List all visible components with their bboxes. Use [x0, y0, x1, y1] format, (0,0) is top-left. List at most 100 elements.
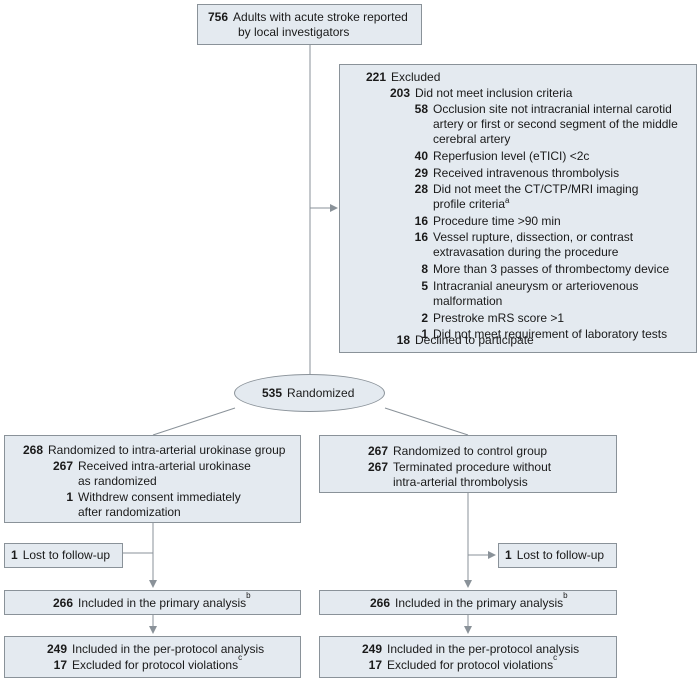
exclusion-reason-text: Reperfusion level (eTICI) <2c — [433, 149, 589, 164]
right-primary-footnote: b — [563, 591, 568, 600]
exclusion-reason-line-text: Did not meet the CT/CTP/MRI imaging — [433, 182, 639, 197]
right-terminated-count: 267 — [367, 460, 388, 474]
exclusion-reason-line: artery or first or second segment of the… — [433, 117, 678, 132]
right-lost-box: 1 Lost to follow-up — [498, 543, 617, 568]
exclusion-reason-line-text: Vessel rupture, dissection, or contrast — [433, 230, 634, 245]
exclusion-reason-text: Prestroke mRS score >1 — [433, 311, 564, 326]
exclusion-reason-count: 28 — [414, 182, 428, 197]
exclusion-reason-line: Vessel rupture, dissection, or contrast — [433, 230, 633, 245]
left-withdrew-count: 1 — [66, 490, 73, 504]
right-lost-label: Lost to follow-up — [516, 548, 605, 562]
excluded-total-count: 221 — [365, 70, 386, 84]
exclusion-reason-line-text: Intracranial aneurysm or arteriovenous — [433, 278, 639, 293]
right-pp-label: Included in the per-protocol analysis — [387, 642, 580, 656]
left-pp-count: 249 — [46, 642, 67, 656]
exclusion-reason: 58 Occlusion site not intracranial intern… — [402, 102, 678, 147]
exclusion-reason-text: Did not meet requirement of laboratory t… — [433, 327, 667, 342]
exclusion-reason-count: 5 — [421, 278, 428, 293]
left-primary-footnote: b — [246, 591, 251, 600]
exclusion-reason-line: malformation — [433, 294, 638, 309]
enrollment-label-1: Adults with acute stroke reported — [233, 10, 408, 24]
left-withdrew-line1: Withdrew consent immediately — [78, 490, 241, 504]
right-lost-count: 1 — [505, 548, 512, 562]
exclusion-reason-line: Procedure time >90 min — [433, 214, 561, 229]
right-pp-count: 249 — [361, 642, 382, 656]
excluded-criteria-label: Did not meet inclusion criteria — [415, 86, 573, 100]
right-alloc-count: 267 — [367, 444, 388, 458]
exclusion-reason-footnote: a — [505, 196, 510, 206]
exclusion-reason-line: cerebral artery — [433, 132, 678, 147]
right-primary-label: Included in the primary analysis — [395, 596, 564, 610]
excluded-box: 221 Excluded 203 Did not meet inclusion … — [339, 64, 697, 353]
exclusion-reason-line: More than 3 passes of thrombectomy devic… — [433, 262, 669, 277]
exclusion-reason-count: 40 — [414, 149, 428, 164]
right-terminated-line1: Terminated procedure without — [393, 460, 552, 474]
left-lost-label: Lost to follow-up — [22, 548, 111, 562]
exclusion-reason: 8 More than 3 passes of thrombectomy devi… — [402, 262, 669, 277]
exclusion-reason-line-text: Received intravenous thrombolysis — [433, 165, 620, 180]
exclusion-reason-count: 2 — [421, 310, 428, 325]
exclusion-reason: 16 Vessel rupture, dissection, or contras… — [402, 230, 633, 260]
left-pp-label: Included in the per-protocol analysis — [72, 642, 265, 656]
left-lost-box: 1 Lost to follow-up — [4, 543, 123, 568]
excluded-criteria-count: 203 — [389, 86, 410, 100]
exclusion-reason-line: Did not meet the CT/CTP/MRI imaging — [433, 182, 638, 197]
exclusion-reason-line-text: Prestroke mRS score >1 — [433, 310, 565, 325]
left-lost-count: 1 — [11, 548, 18, 562]
left-primary-count: 266 — [53, 596, 74, 610]
declined-count: 18 — [396, 333, 410, 347]
enrollment-box: 756 Adults with acute stroke reported by… — [197, 4, 422, 45]
left-received-line1: Received intra-arterial urokinase — [78, 459, 251, 473]
right-violations-label: Excluded for protocol violations — [387, 658, 554, 672]
excluded-total-label: Excluded — [391, 70, 441, 84]
left-primary-box: 266 Included in the primary analysis b — [4, 590, 301, 615]
left-alloc-count: 268 — [22, 443, 43, 457]
left-violations-label: Excluded for protocol violations — [72, 658, 239, 672]
exclusion-reason-count: 16 — [414, 213, 428, 228]
exclusion-reason: 1 Did not meet requirement of laboratory … — [402, 327, 667, 342]
left-violations-count: 17 — [53, 658, 67, 672]
exclusion-reason: 16 Procedure time >90 min — [402, 214, 561, 229]
exclusion-reason: 40 Reperfusion level (eTICI) <2c — [402, 149, 590, 164]
exclusion-reason-line: Did not meet requirement of laboratory t… — [433, 327, 667, 342]
exclusion-reason-line-text: cerebral artery — [433, 132, 511, 146]
randomized-label: Randomized — [287, 386, 355, 400]
exclusion-reason-line: Reperfusion level (eTICI) <2c — [433, 149, 589, 164]
exclusion-reason-line-text: artery or first or second segment of the… — [433, 117, 678, 131]
exclusion-reason-line-text: Occlusion site not intracranial internal… — [433, 102, 672, 116]
exclusion-reason-count: 58 — [414, 102, 428, 116]
right-violations-count: 17 — [368, 658, 382, 672]
exclusion-reason-count: 1 — [421, 327, 428, 341]
right-per-protocol-box: 249 Included in the per-protocol analysi… — [319, 636, 617, 678]
randomized-count: 535 — [262, 386, 283, 400]
exclusion-reason-line: Received intravenous thrombolysis — [433, 166, 619, 181]
exclusion-reason-count: 29 — [414, 165, 428, 180]
exclusion-reason-count: 16 — [414, 230, 428, 245]
left-per-protocol-box: 249 Included in the per-protocol analysi… — [4, 636, 301, 678]
left-violations-footnote: c — [238, 653, 243, 662]
exclusion-reason-line-text: malformation — [433, 293, 503, 308]
exclusion-reason-line-text: profile criteria — [433, 197, 506, 212]
declined-label: Declined to participate — [415, 333, 534, 347]
exclusion-reason-count: 8 — [421, 262, 428, 277]
right-alloc-label: Randomized to control group — [393, 444, 548, 458]
right-primary-box: 266 Included in the primary analysis b — [319, 590, 617, 615]
exclusion-reason-line: extravasation during the procedure — [433, 245, 633, 260]
right-terminated-line2: intra-arterial thrombolysis — [393, 475, 528, 489]
exclusion-reason-text: Received intravenous thrombolysis — [433, 166, 619, 181]
left-received-line2: as randomized — [78, 474, 157, 488]
exclusion-reason-line-text: More than 3 passes of thrombectomy devic… — [433, 262, 670, 277]
randomized-ellipse: 535 Randomized — [234, 374, 385, 412]
exclusion-reason-text: Procedure time >90 min — [433, 214, 561, 229]
exclusion-reason-text: More than 3 passes of thrombectomy devic… — [433, 262, 669, 277]
exclusion-reason: 2 Prestroke mRS score >1 — [402, 311, 564, 326]
left-primary-label: Included in the primary analysis — [78, 596, 247, 610]
exclusion-reason-line-text: extravasation during the procedure — [433, 245, 619, 260]
exclusion-reason-line-text: Reperfusion level (eTICI) <2c — [433, 149, 590, 164]
enrollment-count: 756 — [208, 10, 229, 24]
